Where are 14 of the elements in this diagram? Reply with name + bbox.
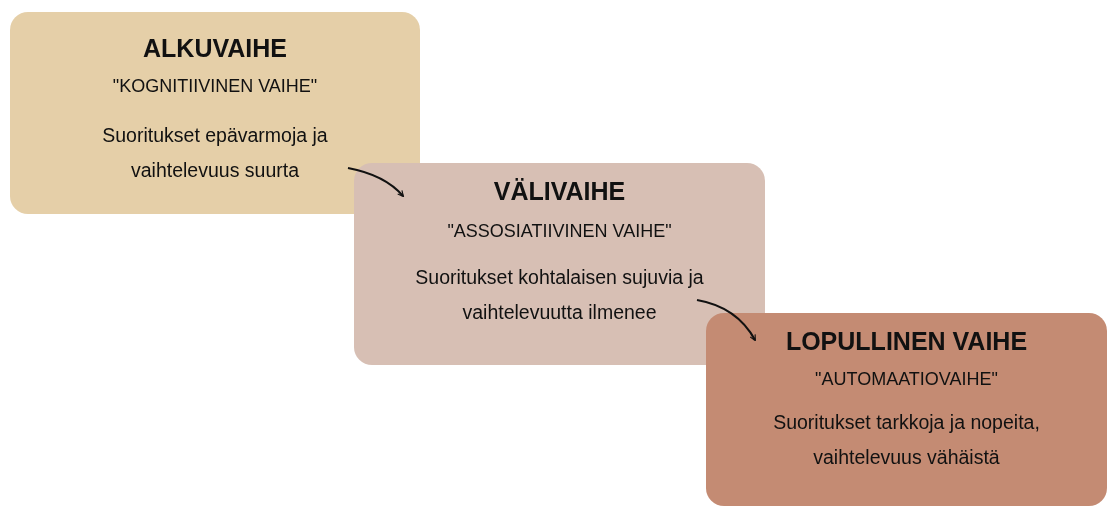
stage-box — [10, 12, 420, 214]
stage-box — [354, 163, 765, 365]
node-title: VÄLIVAIHE — [492, 177, 627, 206]
node-subtitle: "ASSOSIATIIVINEN VAIHE" — [446, 221, 673, 242]
stage-box — [706, 313, 1107, 506]
node-title: ALKUVAIHE — [142, 34, 288, 63]
node-description: Suoritukset epävarmoja ja vaihtelevuus suurta — [101, 123, 329, 183]
node-description: Suoritukset tarkkoja ja nopeita, vaihtelevuus vähäistä — [772, 410, 1041, 470]
curved-arrow — [696, 298, 756, 342]
node-description: Suoritukset kohtalaisen sujuvia ja vaihtelevuutta ilmenee — [414, 265, 705, 325]
curved-arrow — [347, 166, 405, 198]
node-subtitle: "AUTOMAATIOVAIHE" — [814, 369, 999, 390]
node-title: LOPULLINEN VAIHE — [784, 327, 1029, 356]
node-subtitle: "KOGNITIIVINEN VAIHE" — [111, 76, 319, 97]
